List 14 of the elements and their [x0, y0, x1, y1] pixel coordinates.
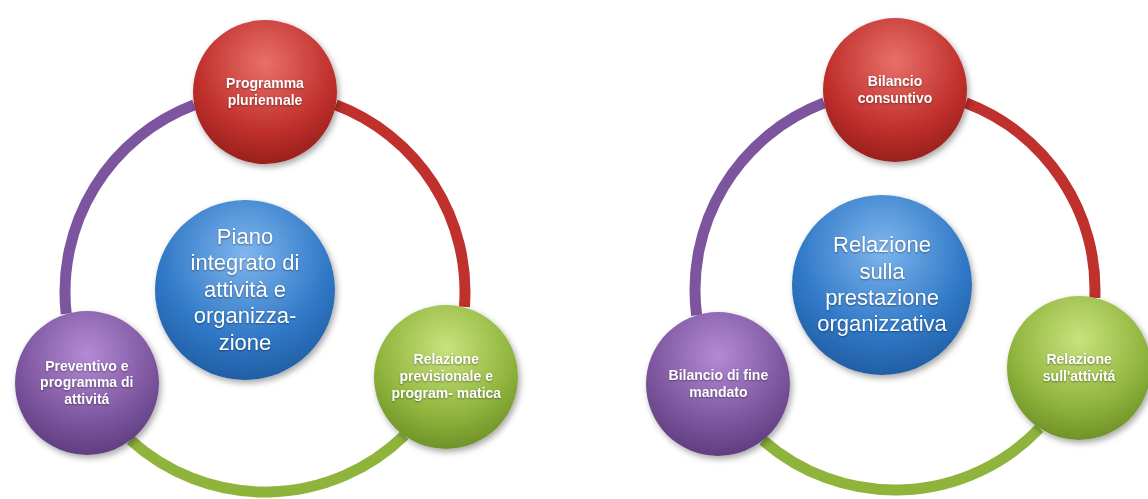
ring-arc-connector — [963, 97, 1101, 298]
circle-label: Bilancio di fine mandato — [667, 367, 770, 401]
circle-label: Bilancio consuntivo — [856, 73, 934, 107]
ring-arc-connector — [333, 99, 471, 307]
ring-arc-connector — [127, 431, 409, 498]
ring-arc-connector — [59, 99, 197, 315]
circle-label: Piano integrato di attività e organizza- zione — [189, 224, 301, 356]
ring-arc-connector — [759, 424, 1044, 496]
circle-label: Relazione sull'attivitá — [1041, 351, 1117, 385]
circle-label: Relazione sulla prestazione organizzativa — [816, 232, 948, 338]
circle-label: Programma pluriennale — [225, 75, 305, 109]
circle-label: Relazione previsionale e program- matica — [390, 351, 503, 402]
circle-label: Preventivo e programma di attivitá — [39, 357, 135, 408]
ring-arc-connector — [689, 97, 827, 316]
